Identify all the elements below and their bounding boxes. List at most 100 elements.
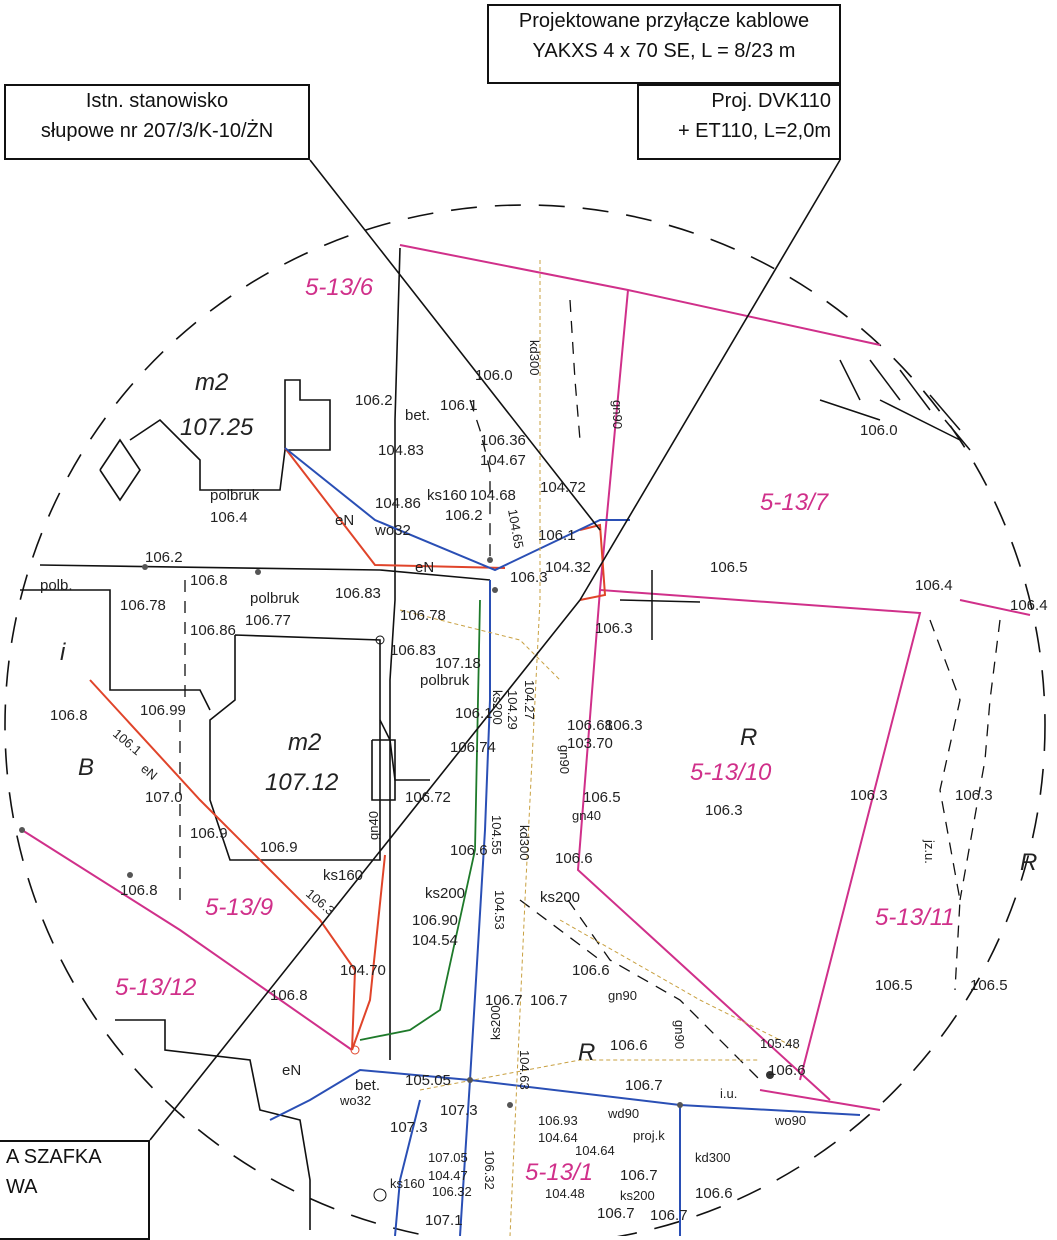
map-label: 107.1 <box>425 1212 463 1229</box>
parcel-label: 5-13/12 <box>115 974 196 1001</box>
map-label: 106.4 <box>915 577 953 594</box>
map-label: 106.74 <box>450 739 496 756</box>
callout-text: YAKXS 4 x 70 SE, L = 8/23 m <box>532 40 796 62</box>
map-label: ks160 <box>427 487 467 504</box>
callout-text: A SZAFKA <box>6 1146 102 1168</box>
map-label: eN <box>282 1062 301 1079</box>
map-label: 105.48 <box>760 1036 800 1051</box>
land-use-label: R <box>578 1039 595 1066</box>
map-label: 106.5 <box>583 789 621 806</box>
map-label: 106.9 <box>260 839 298 856</box>
map-label: 104.53 <box>492 890 507 930</box>
map-label: kd300 <box>527 340 542 375</box>
map-label: eN <box>415 559 434 576</box>
land-use-label: B <box>78 754 94 781</box>
map-label: ks200 <box>490 690 505 725</box>
parcel-label: 5-13/6 <box>305 274 374 301</box>
map-label: 106.7 <box>650 1207 688 1224</box>
map-label: 107.3 <box>390 1119 428 1136</box>
map-label: 107.18 <box>435 655 481 672</box>
map-label: 103.70 <box>567 735 613 752</box>
map-label: 104.67 <box>480 452 526 469</box>
callout-leaders <box>149 159 841 1141</box>
map-label: 106.5 <box>710 559 748 576</box>
callout-text: Istn. stanowisko <box>85 90 229 112</box>
map-label: 104.32 <box>545 559 591 576</box>
map-label: 104.70 <box>340 962 386 979</box>
map-label: gn40 <box>572 808 601 823</box>
map-label: 106.1 <box>110 726 145 758</box>
map-label: 104.65 <box>505 508 527 550</box>
map-label: polbruk <box>420 672 470 689</box>
map-label: 106.6 <box>555 850 593 867</box>
map-label: 106.6 <box>610 1037 648 1054</box>
map-label: 104.29 <box>505 690 520 730</box>
map-label: 104.47 <box>428 1168 468 1183</box>
map-label: 106.32 <box>432 1184 472 1199</box>
map-label: 104.27 <box>522 680 537 720</box>
pipe-lines <box>399 260 801 1236</box>
map-label: 104.48 <box>545 1186 585 1201</box>
map-label: wo32 <box>339 1093 371 1108</box>
map-label: gn40 <box>366 811 381 840</box>
callout-text: Projektowane przyłącze kablowe <box>518 10 810 32</box>
map-label: 106.7 <box>530 992 568 1009</box>
map-label: 106.3 <box>705 802 743 819</box>
map-label: 106.3 <box>850 787 888 804</box>
map-label: wd90 <box>607 1106 639 1121</box>
callout-cable-connection: Projektowane przyłącze kablowe YAKXS 4 x… <box>487 4 841 84</box>
point-markers <box>19 557 774 1202</box>
map-label: 104.72 <box>540 479 586 496</box>
callout-cabinet: A SZAFKA WA <box>0 1140 150 1240</box>
map-label: ks200 <box>488 1005 503 1040</box>
map-label: 106.6 <box>768 1062 806 1079</box>
map-label: 106.5 <box>875 977 913 994</box>
power-lines <box>89 447 607 1051</box>
map-label: 104.54 <box>412 932 458 949</box>
map-label: bet. <box>355 1077 380 1094</box>
map-label: 106.1 <box>440 397 478 414</box>
map-label: i.u. <box>720 1086 737 1101</box>
map-label: polbruk <box>210 487 260 504</box>
map-label: ks200 <box>540 889 580 906</box>
land-use-label: i <box>60 639 66 666</box>
map-label: 106.99 <box>140 702 186 719</box>
map-label: wo90 <box>774 1113 806 1128</box>
map-label: 106.3 <box>595 620 633 637</box>
callout-text: słupowe nr 207/3/K-10/ŻN <box>40 120 274 142</box>
land-use-label: R <box>1020 849 1037 876</box>
water-lines <box>269 447 861 1236</box>
map-label: 104.63 <box>517 1050 532 1090</box>
map-label: 106.6 <box>695 1185 733 1202</box>
map-label: ks160 <box>323 867 363 884</box>
parcel-label: 5-13/11 <box>875 904 955 931</box>
map-label: 106.9 <box>190 825 228 842</box>
map-label: 106.6 <box>572 962 610 979</box>
map-label: 106.77 <box>245 612 291 629</box>
map-label: 106.72 <box>405 789 451 806</box>
hatch-area <box>819 359 971 451</box>
map-label: 106.4 <box>210 509 248 526</box>
map-label: 107.0 <box>145 789 183 806</box>
land-use-label: R <box>740 724 757 751</box>
map-label: 106.3 <box>303 886 338 918</box>
map-label: 106.7 <box>597 1205 635 1222</box>
map-label: 106.7 <box>620 1167 658 1184</box>
property-lines <box>20 247 491 1230</box>
building-elevation: 107.12 <box>265 769 338 796</box>
building-label: m2 <box>195 369 228 396</box>
map-label: 106.0 <box>860 422 898 439</box>
map-label: bet. <box>405 407 430 424</box>
map-label: 106.3 <box>955 787 993 804</box>
map-label: 106.68 <box>567 717 613 734</box>
map-label: proj.k <box>633 1128 665 1143</box>
map-annotations: 106.2 106.1 bet. 106.0 106.36 104.67 106… <box>40 340 1048 1229</box>
map-label: 106.1 <box>455 705 493 722</box>
map-label: 106.3 <box>605 717 643 734</box>
map-label: 104.64 <box>575 1143 615 1158</box>
parcel-label: 5-13/1 <box>525 1159 593 1186</box>
map-label: 106.8 <box>50 707 88 724</box>
map-label: 107.3 <box>440 1102 478 1119</box>
building-label: m2 <box>288 729 321 756</box>
map-label: kd300 <box>695 1150 730 1165</box>
